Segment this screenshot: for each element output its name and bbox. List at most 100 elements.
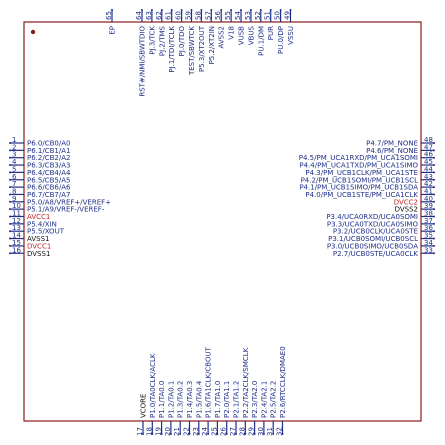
pin-dot-left-5: [9, 171, 11, 174]
pin1-marker: [30, 29, 36, 35]
pin-label-bottom: P2.1/TA1.2: [233, 381, 241, 418]
pin-dot-top-16: [279, 9, 282, 11]
pin-number-right: 47: [424, 143, 433, 151]
pin-number-bottom: 32: [276, 427, 284, 436]
pin-number-top: 54: [234, 11, 242, 20]
pin-label-left: AVSS1: [27, 235, 49, 243]
pin-number-left: 13: [12, 224, 21, 232]
pin-number-bottom: 27: [229, 427, 237, 436]
pin-label-bottom: P2.5/TA2.2: [270, 381, 278, 418]
pin-label-right: P2.7/UCB0STE/UCA0CLK: [333, 250, 419, 258]
pin-number-bottom: 20: [164, 427, 172, 436]
pin-label-top: PJ.3/TCK: [148, 26, 156, 55]
pin-label-left: P5.5/XOUT: [27, 228, 65, 236]
pin-dot-top-9: [210, 9, 213, 11]
pin-number-bottom: 28: [238, 427, 246, 436]
pin-number-top: 65: [105, 11, 113, 20]
pin-dot-bottom-12: [244, 433, 247, 435]
pin-dot-top-10: [220, 9, 223, 11]
pin-label-bottom: P2.2/TA2CLK/SMCLK: [242, 347, 250, 418]
pin-number-right: 33: [424, 246, 433, 254]
pin-dot-bottom-6: [188, 433, 191, 435]
pin-number-bottom: 25: [210, 427, 218, 436]
pin-label-top: PU.1/DM: [257, 26, 265, 56]
pin-number-right: 42: [424, 180, 433, 188]
pin-label-bottom: P1.3/TA0.2: [177, 381, 185, 418]
pin-label-right: DVSS2: [395, 206, 418, 214]
pin-dot-right-11: [433, 215, 435, 218]
pin-label-left: P6.5/CB5/A5: [27, 176, 70, 184]
pin-number-left: 9: [12, 195, 16, 203]
pin-number-left: 2: [12, 143, 16, 151]
pin-dot-bottom-4: [169, 433, 172, 435]
pin-dot-right-15: [433, 244, 435, 247]
pin-number-left: 8: [12, 187, 16, 195]
pin-label-bottom: P2.3/TA2.0: [251, 381, 259, 418]
pin-dot-top-1: [111, 9, 113, 11]
pin-label-bottom: P1.6/TA1CLK/CBOUT: [205, 346, 213, 418]
pin-label-bottom: P1.5/TA0.4: [195, 380, 203, 418]
pin-label-left: P5.4/XIN: [27, 220, 57, 228]
pin-dot-left-6: [9, 178, 11, 181]
pin-dot-bottom-7: [197, 433, 200, 435]
pin-label-left: P6.6/CB6/A6: [27, 184, 71, 192]
pin-dot-bottom-16: [281, 433, 284, 435]
pin-dot-top-15: [269, 9, 272, 11]
pin-dot-top-2: [141, 9, 143, 11]
pin-label-left: P6.4/CB4/A4: [27, 169, 71, 177]
pin-dot-left-16: [9, 252, 11, 255]
pin-number-top: 64: [135, 11, 143, 20]
pin-label-right: P4.5/PM_UCA1RXD/PM_UCA1SOMI: [299, 154, 418, 162]
pin-dot-right-16: [433, 252, 435, 255]
pin-label-top: EP: [109, 26, 117, 35]
pin-number-right: 44: [424, 165, 433, 173]
pin-dot-left-2: [9, 149, 11, 152]
pin-number-top: 62: [155, 11, 163, 20]
pin-number-left: 3: [12, 151, 16, 159]
pin-label-right: DVCC2: [394, 198, 418, 206]
pin-dot-left-4: [9, 164, 11, 167]
pin-dot-right-2: [433, 149, 435, 152]
pin-label-left: P6.2/CB2/A2: [27, 154, 70, 162]
pin-dot-left-13: [9, 230, 11, 233]
pin-dot-right-3: [433, 156, 435, 159]
pin-number-top: 56: [214, 11, 222, 20]
pin-number-left: 12: [12, 217, 21, 225]
pin-label-top: PJ.2/TMS: [158, 25, 166, 56]
pin-number-bottom: 26: [220, 427, 228, 436]
pin-number-left: 11: [12, 210, 21, 218]
pin-number-top: 59: [185, 11, 193, 20]
pin-number-top: 57: [204, 11, 212, 20]
pin-label-right: P4.2/PM_UCB1SOMI/PM_UCB1SCL: [301, 176, 419, 184]
pin-number-right: 43: [424, 173, 433, 181]
pin-label-top: P5.3/XT2OUT: [198, 25, 206, 72]
pin-dot-bottom-14: [262, 433, 265, 435]
pin-dot-right-7: [433, 186, 435, 189]
pin-dot-top-11: [230, 9, 233, 11]
pin-number-bottom: 19: [155, 427, 163, 436]
pin-number-top: 49: [284, 11, 292, 20]
pin-label-top: TEST/SBWTCK: [188, 26, 196, 76]
pin-dot-right-9: [433, 200, 435, 203]
chip-body: [23, 21, 422, 422]
pin-label-left: P6.3/CB3/A3: [27, 162, 70, 170]
pin-number-top: 55: [224, 11, 232, 20]
pin-label-top: VBUS: [247, 25, 255, 45]
pin-dot-bottom-2: [151, 433, 154, 435]
pin-label-right: P4.1/PM_UCB1SIMO/PM_UCB1SDA: [299, 184, 418, 192]
pin-number-bottom: 29: [248, 427, 256, 436]
pin-dot-left-9: [9, 200, 11, 203]
pin-number-right: 37: [424, 217, 433, 225]
pin-label-bottom: P1.7/TA1.0: [214, 381, 222, 418]
pin-dot-left-15: [9, 244, 11, 247]
pin-dot-top-8: [200, 9, 203, 11]
pin-number-top: 52: [254, 11, 262, 20]
pin-dot-top-7: [190, 9, 193, 11]
pin-label-bottom: P1.4/TA0.3: [186, 381, 194, 418]
pin-dot-left-12: [9, 222, 11, 225]
pin-number-top: 58: [194, 11, 202, 20]
pin-number-right: 35: [424, 232, 433, 240]
pin-number-right: 34: [424, 239, 433, 247]
pin-label-left: AVCC1: [27, 213, 50, 221]
